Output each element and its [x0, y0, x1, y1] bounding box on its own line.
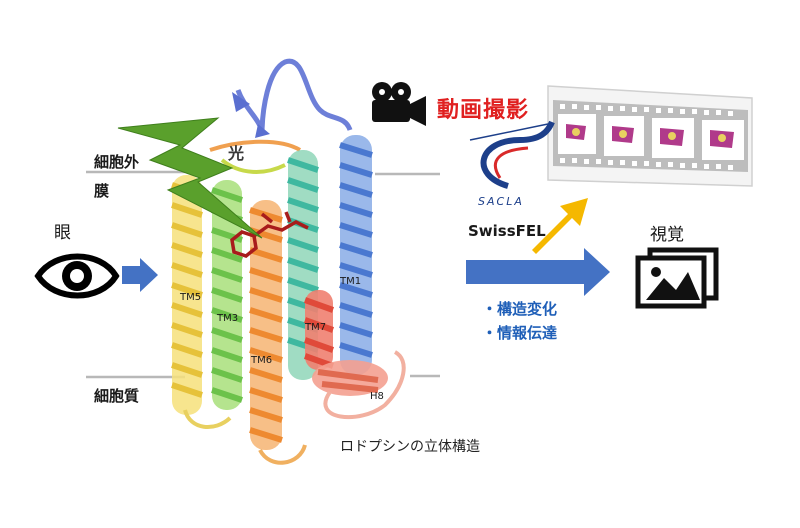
extracellular-label: 細胞外	[94, 153, 140, 171]
helix-label-tm1: TM1	[340, 276, 362, 287]
cytoplasm-label: 細胞質	[94, 387, 140, 405]
film-strip	[547, 85, 753, 187]
vision-label: 視覚	[650, 225, 684, 245]
structure-caption: ロドプシンの立体構造	[340, 439, 480, 455]
helix-label-tm5: TM5	[180, 292, 202, 303]
bullet-structural-change: ・構造変化	[482, 300, 558, 318]
image-gallery-icon	[635, 247, 719, 309]
helix-label-tm7: TM7	[305, 322, 327, 333]
bullet-signal-transduction: ・情報伝達	[482, 324, 558, 342]
arrow-eye-to-protein	[122, 258, 158, 292]
movie-camera-icon	[372, 82, 426, 126]
swissfel-label: SwissFEL	[468, 222, 546, 240]
helix-label-tm3: TM3	[217, 313, 239, 324]
lightning-bolt	[117, 117, 263, 239]
membrane-label: 膜	[94, 182, 110, 200]
light-label: 光	[228, 144, 245, 163]
arrow-to-film	[532, 198, 588, 254]
arrow-to-vision	[466, 248, 610, 296]
helix-label-tm6: TM6	[251, 355, 273, 366]
eye-label: 眼	[54, 223, 71, 243]
helix-label-h8: H8	[370, 391, 384, 402]
sacla-logo-text: SACLA	[478, 195, 524, 208]
movie-title: 動画撮影	[437, 98, 530, 123]
sacla-logo	[469, 120, 555, 189]
eye-icon	[34, 253, 120, 299]
